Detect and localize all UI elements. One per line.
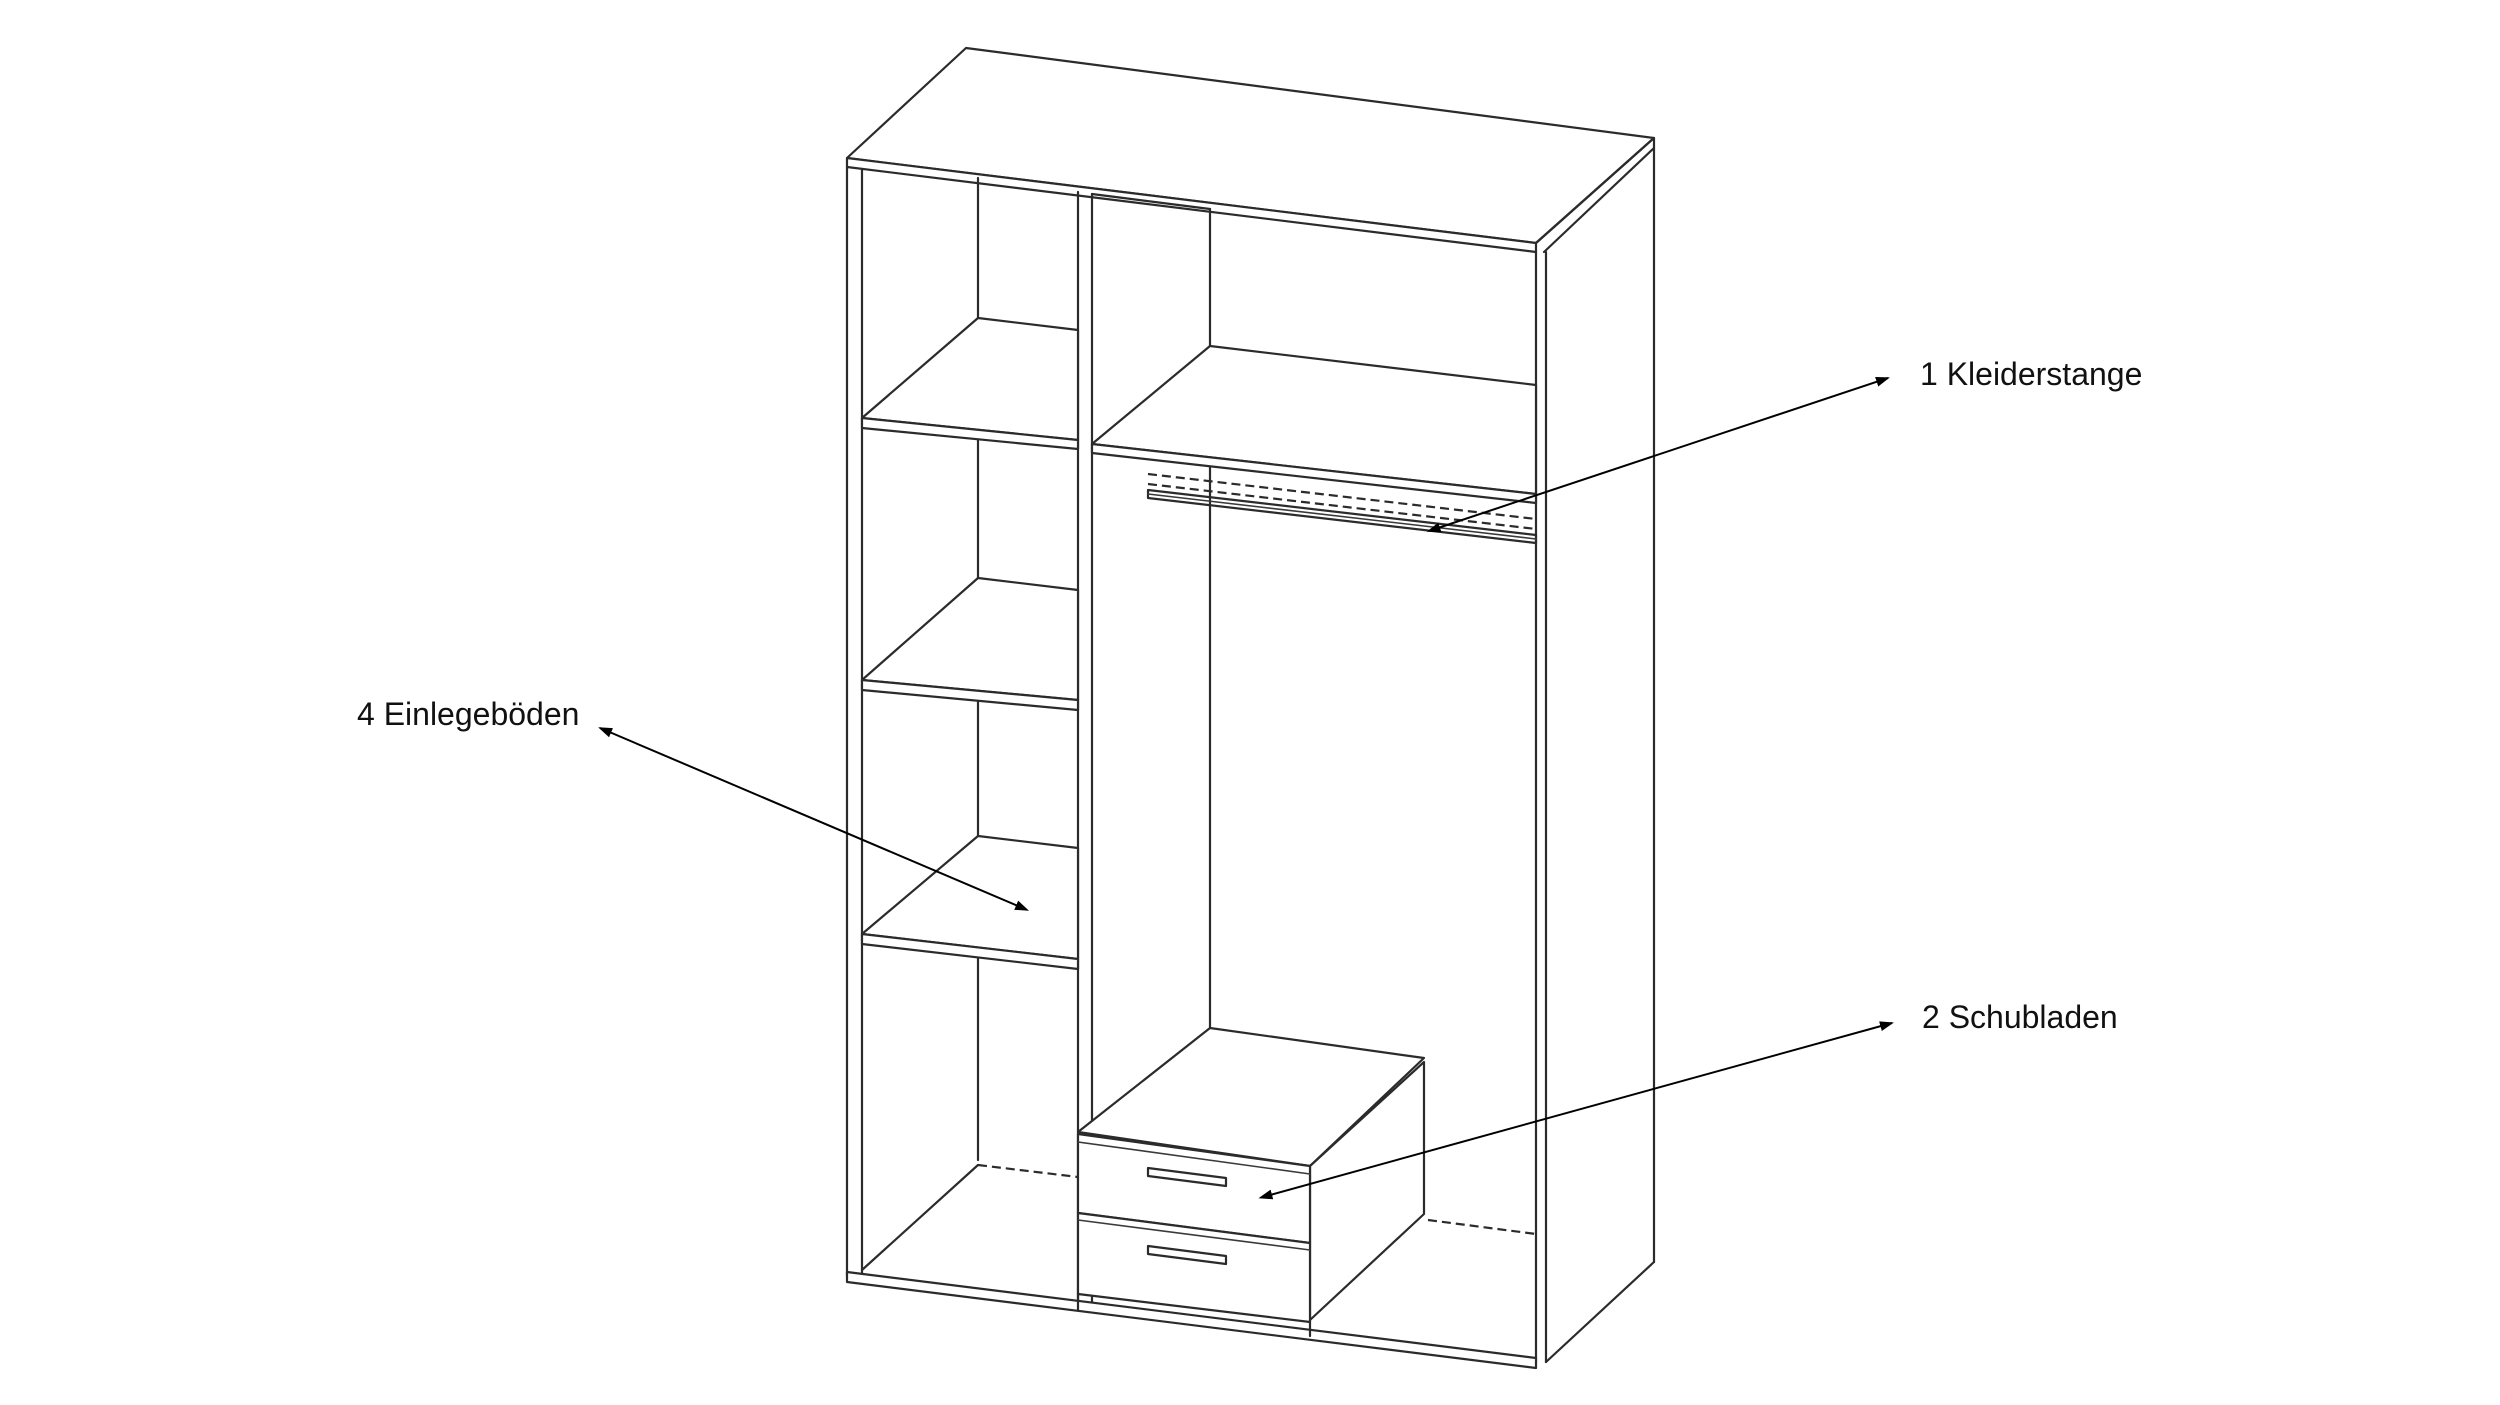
top-panel xyxy=(845,46,1656,254)
left-shelves xyxy=(860,316,1080,971)
callout-label-drawers: 2 Schubladen xyxy=(1922,999,2118,1035)
callout-label-rod: 1 Kleiderstange xyxy=(1920,356,2143,392)
arrow-rod xyxy=(1426,377,1890,533)
callout-label-shelves: 4 Einlegeböden xyxy=(357,696,580,732)
right-shelf xyxy=(1090,344,1538,505)
arrow-drawers xyxy=(1258,1021,1894,1200)
arrow-shelves xyxy=(598,727,1030,911)
callout-arrows xyxy=(598,377,1894,1200)
drawer-unit xyxy=(1076,1026,1426,1338)
